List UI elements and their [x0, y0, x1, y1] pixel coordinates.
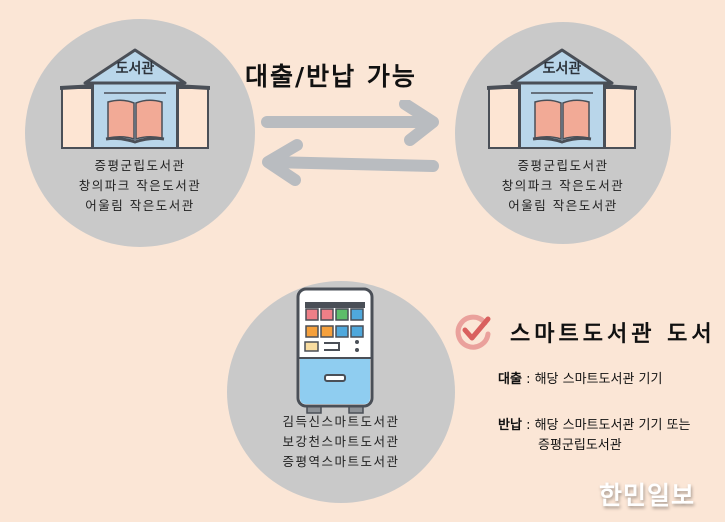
- smart-library-names: 김득신스마트도서관 보강천스마트도서관 증평역스마트도서관: [241, 412, 441, 472]
- return-label: 반납: [498, 418, 522, 433]
- publisher-watermark: 한민일보: [599, 481, 696, 510]
- library-name: 어울림 작은도서관: [85, 198, 195, 213]
- check-circle-icon: [455, 314, 491, 350]
- vending-machine-icon: [296, 287, 374, 414]
- library-name: 증평군립도서관: [517, 158, 609, 173]
- smart-library-name: 김득신스마트도서관: [282, 414, 400, 429]
- return-info: 반납 : 해당 스마트도서관 기기 또는: [498, 414, 691, 433]
- library-name: 창의파크 작은도서관: [501, 178, 625, 193]
- library-building-icon: [60, 48, 210, 149]
- library-name: 창의파크 작은도서관: [78, 178, 202, 193]
- smart-library-title: 스마트도서관 도서: [510, 322, 716, 347]
- page-title: 대출/반납 가능: [245, 62, 417, 91]
- smart-library-name: 보강천스마트도서관: [282, 434, 400, 449]
- return-text-continued: 증평군립도서관: [538, 438, 622, 453]
- loan-info: 대출 : 해당 스마트도서관 기기: [498, 368, 662, 387]
- exchange-arrows-icon: [261, 100, 439, 186]
- library-sign-left: 도서관: [115, 61, 155, 77]
- loan-label: 대출: [498, 372, 522, 387]
- loan-text: : 해당 스마트도서관 기기: [526, 372, 663, 387]
- smart-library-name: 증평역스마트도서관: [282, 454, 400, 469]
- library-name: 증평군립도서관: [94, 158, 186, 173]
- library-building-icon: [487, 48, 637, 149]
- library-name: 어울림 작은도서관: [508, 198, 618, 213]
- library-names-left: 증평군립도서관 창의파크 작은도서관 어울림 작은도서관: [40, 156, 240, 216]
- library-names-right: 증평군립도서관 창의파크 작은도서관 어울림 작은도서관: [463, 156, 663, 216]
- library-sign-right: 도서관: [542, 61, 582, 77]
- return-text: : 해당 스마트도서관 기기 또는: [526, 418, 691, 433]
